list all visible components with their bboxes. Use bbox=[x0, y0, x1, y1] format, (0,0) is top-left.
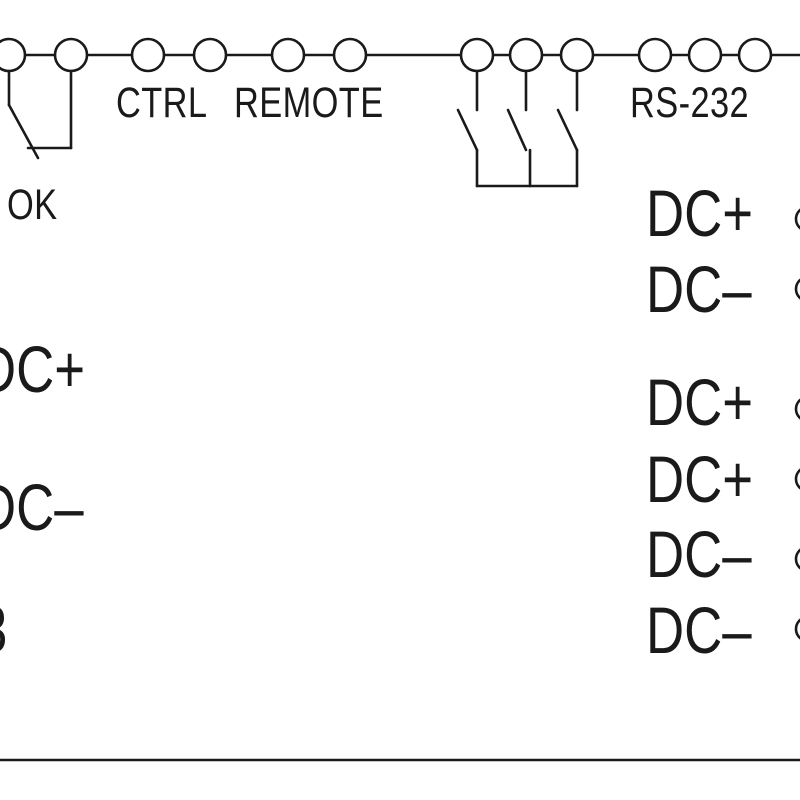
terminal bbox=[794, 468, 800, 490]
terminal-row bbox=[0, 37, 773, 73]
terminal bbox=[508, 37, 544, 73]
terminal bbox=[130, 37, 166, 73]
terminal bbox=[794, 398, 800, 420]
terminal bbox=[0, 37, 27, 73]
terminal bbox=[794, 548, 800, 570]
rs232-switch-group bbox=[456, 69, 579, 188]
rs232-label: RS-232 bbox=[630, 79, 750, 127]
left-partial-label: 3 bbox=[0, 596, 7, 662]
terminal bbox=[332, 37, 368, 73]
terminal bbox=[794, 208, 800, 230]
right-terminal-label: DC+ bbox=[646, 365, 754, 439]
terminal bbox=[794, 618, 800, 640]
remote-label: REMOTE bbox=[234, 79, 384, 127]
ok-label: OK bbox=[7, 181, 58, 229]
ctrl-label: CTRL bbox=[116, 79, 208, 127]
terminal bbox=[794, 278, 800, 300]
terminal bbox=[459, 37, 495, 73]
terminal bbox=[687, 37, 723, 73]
left-dc-plus-label: DC+ bbox=[0, 332, 86, 406]
ok-relay-contact bbox=[7, 69, 73, 160]
right-terminal-label: DC+ bbox=[646, 442, 754, 516]
left-dc-minus-label: DC– bbox=[0, 470, 84, 544]
terminal bbox=[559, 37, 595, 73]
right-terminal-label: DC– bbox=[646, 593, 752, 667]
terminal bbox=[192, 37, 228, 73]
terminal bbox=[737, 37, 773, 73]
terminal bbox=[53, 37, 89, 73]
right-terminal-label: DC– bbox=[646, 517, 752, 591]
terminal bbox=[637, 37, 673, 73]
right-terminal-column bbox=[794, 208, 800, 640]
terminal bbox=[270, 37, 306, 73]
right-terminal-label: DC+ bbox=[646, 176, 754, 250]
right-terminal-label: DC– bbox=[646, 252, 752, 326]
